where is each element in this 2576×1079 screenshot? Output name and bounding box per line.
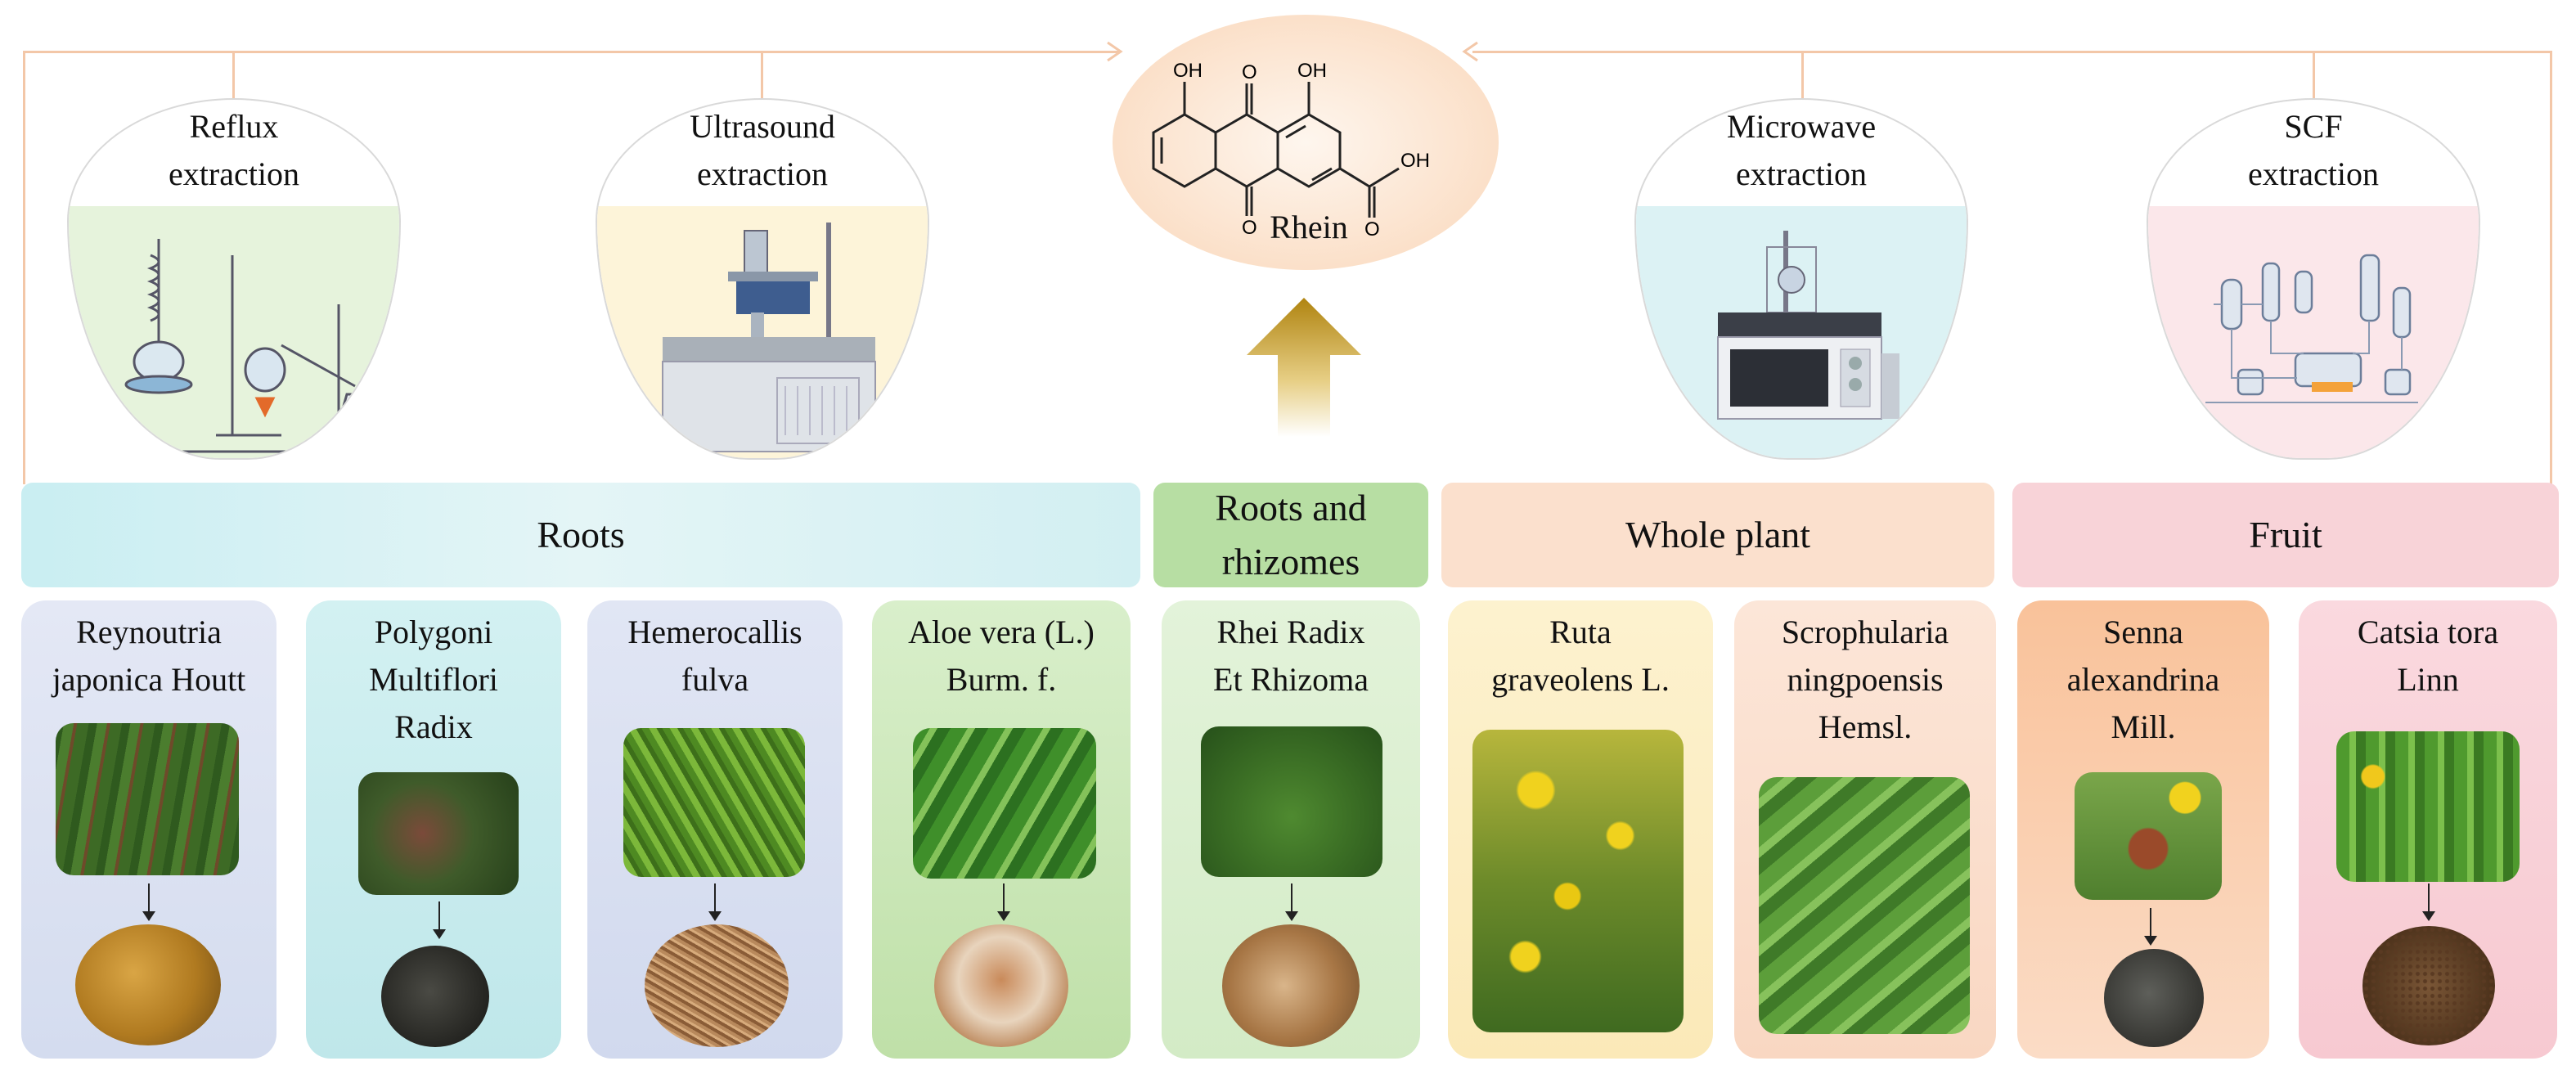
down-arrow-icon <box>1285 883 1298 921</box>
plant-photo <box>1759 777 1970 1034</box>
atom-o-acid: O <box>1364 218 1380 241</box>
root-photo <box>645 924 789 1047</box>
reflux-apparatus-icon <box>124 239 370 453</box>
connector-reflux <box>232 51 235 100</box>
plant-photo <box>1472 730 1684 1032</box>
plant-photo <box>1201 726 1382 877</box>
species-name-reynoutria: Reynoutria japonica Houtt <box>52 614 246 698</box>
category-whole-plant-label: Whole plant <box>1625 514 1811 555</box>
species-name-scrophularia: Scrophularia ningpoensis Hemsl. <box>1781 614 1949 745</box>
category-roots-label: Roots <box>537 514 625 555</box>
down-arrow-icon <box>2422 883 2435 921</box>
connector-ultrasound <box>761 51 763 100</box>
plant-photo <box>358 772 519 895</box>
category-roots-and-rhizomes: Roots and rhizomes <box>1153 483 1428 587</box>
root-photo <box>381 946 489 1047</box>
root-photo <box>75 924 221 1045</box>
root-photo <box>2104 949 2204 1047</box>
plant-photo <box>2336 731 2520 882</box>
down-arrow-icon <box>433 901 446 939</box>
down-arrow-icon <box>142 883 155 921</box>
species-card-rhei: Rhei Radix Et Rhizoma <box>1162 600 1420 1059</box>
connector-right-vertical <box>2550 51 2552 484</box>
species-name-catsia-tora: Catsia tora Linn <box>2357 614 2499 698</box>
species-card-hemerocallis: Hemerocallis fulva <box>587 600 843 1059</box>
category-whole-plant: Whole plant <box>1441 483 1994 587</box>
species-card-aloe-vera: Aloe vera (L.) Burm. f. <box>872 600 1131 1059</box>
species-name-aloe-vera: Aloe vera (L.) Burm. f. <box>908 614 1095 698</box>
category-fruit: Fruit <box>2012 483 2559 587</box>
plant-photo <box>623 728 805 877</box>
down-arrow-icon <box>997 883 1010 921</box>
connector-left-vertical <box>23 51 25 484</box>
microwave-extraction-panel: Microwave extraction <box>1634 98 1968 460</box>
down-arrow-icon <box>708 883 722 921</box>
scf-extraction-panel: SCF extraction <box>2147 98 2480 460</box>
rhein-ellipse <box>1113 15 1499 270</box>
down-arrow-icon <box>2144 908 2157 946</box>
species-name-hemerocallis: Hemerocallis fulva <box>627 614 802 698</box>
reflux-extraction-panel: Reflux extraction <box>67 98 401 460</box>
connector-top-left <box>23 51 1119 53</box>
rhein-structure: OH O OH OH O O <box>1152 60 1430 241</box>
species-name-ruta: Ruta graveolens L. <box>1491 614 1670 698</box>
scf-system-icon <box>2205 254 2418 403</box>
atom-oh-acid: OH <box>1400 150 1430 172</box>
compound-name: Rhein <box>1270 209 1348 245</box>
category-fruit-label: Fruit <box>2249 514 2322 555</box>
connector-scf <box>2313 51 2315 100</box>
reflux-extraction-label: Reflux extraction <box>169 108 299 192</box>
plant-photo <box>913 728 1096 879</box>
species-name-polygoni: Polygoni Multiflori Radix <box>369 614 498 745</box>
category-roots: Roots <box>21 483 1140 587</box>
atom-oh-right: OH <box>1297 60 1327 82</box>
species-name-rhei: Rhei Radix Et Rhizoma <box>1213 614 1369 698</box>
category-roots-and-rhizomes-label: Roots and rhizomes <box>1215 487 1367 582</box>
up-arrow-icon <box>1247 298 1361 437</box>
atom-o-bottom: O <box>1242 217 1257 239</box>
plant-photo <box>56 723 239 875</box>
scf-extraction-label: SCF extraction <box>2248 108 2379 192</box>
plant-photo <box>2075 772 2222 900</box>
microwave-reactor-icon <box>1717 231 1899 420</box>
seed-photo <box>2362 926 2495 1045</box>
atom-oh-left: OH <box>1173 60 1203 82</box>
ultrasonic-device-icon <box>662 223 876 452</box>
ultrasound-extraction-panel: Ultrasound extraction <box>596 98 929 460</box>
atom-o-top: O <box>1242 61 1257 83</box>
connector-arrowheads <box>1107 41 1478 62</box>
species-card-polygoni: Polygoni Multiflori Radix <box>306 600 561 1059</box>
ultrasound-extraction-label: Ultrasound extraction <box>690 108 835 192</box>
root-photo <box>1222 924 1360 1047</box>
microwave-extraction-label: Microwave extraction <box>1726 108 1877 192</box>
connector-microwave <box>1801 51 1804 100</box>
connector-top-right <box>1472 51 2552 53</box>
species-card-senna: Senna alexandrina Mill. <box>2017 600 2269 1059</box>
species-name-senna: Senna alexandrina Mill. <box>2066 614 2220 745</box>
species-card-scrophularia: Scrophularia ningpoensis Hemsl. <box>1734 600 1996 1059</box>
species-card-ruta: Ruta graveolens L. <box>1448 600 1713 1059</box>
species-card-reynoutria: Reynoutria japonica Houtt <box>21 600 276 1059</box>
species-card-catsia-tora: Catsia tora Linn <box>2299 600 2557 1059</box>
root-photo <box>934 924 1068 1047</box>
